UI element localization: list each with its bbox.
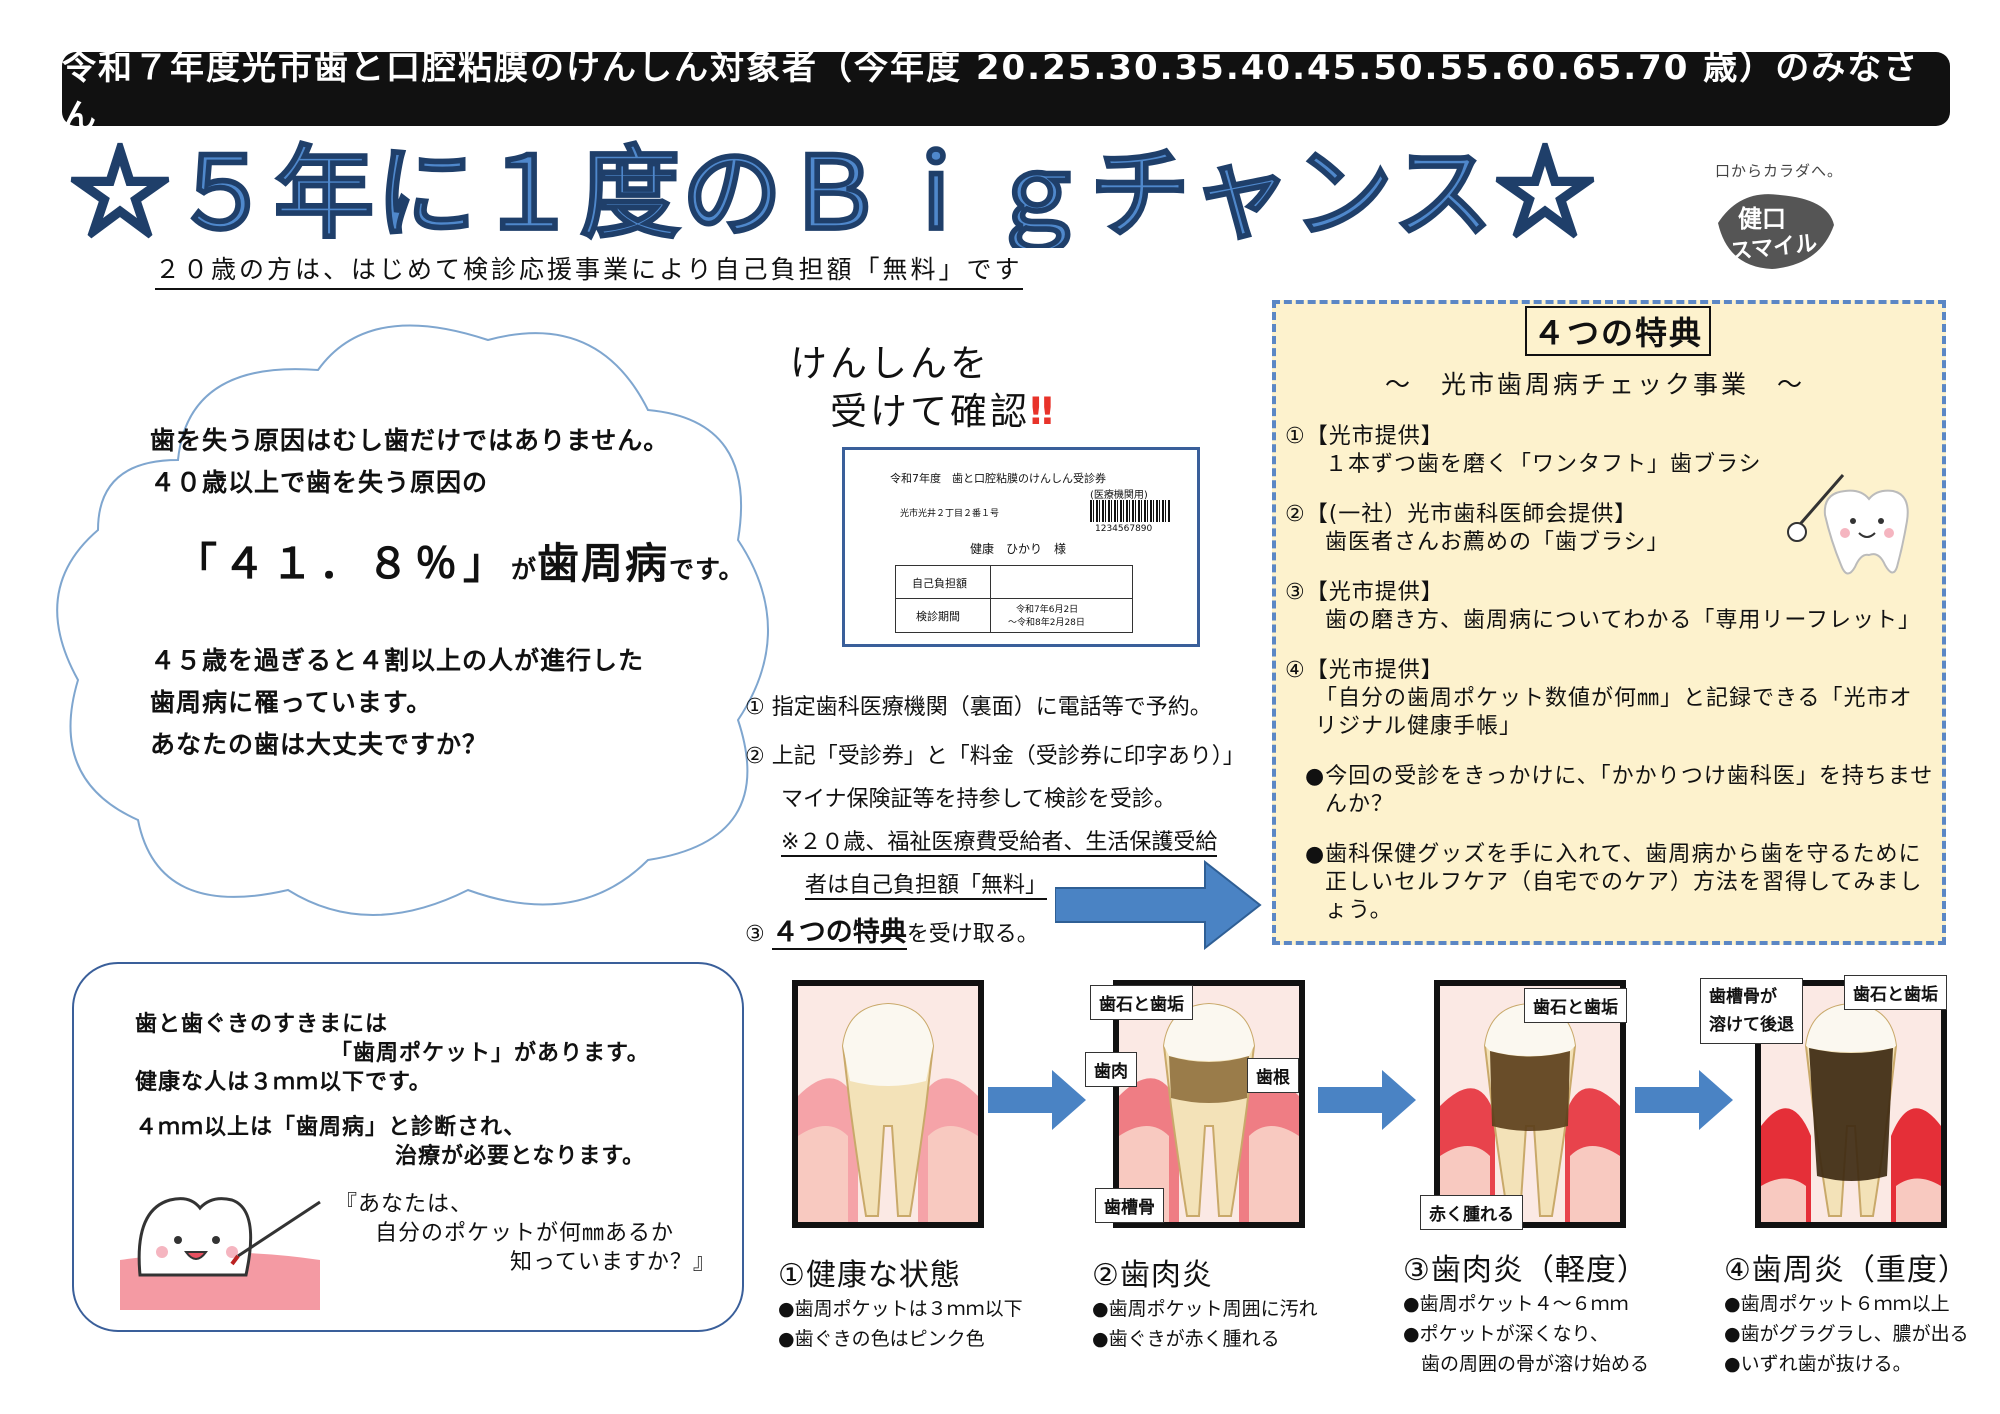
- stage-4-illustration: [1755, 980, 1947, 1228]
- svg-text:健口: 健口: [1738, 205, 1786, 233]
- tooth-character-icon: [120, 1197, 321, 1310]
- perk-2: ②【(一社）光市歯科医師会提供】歯医者さんお薦めの「歯ブラシ」: [1285, 502, 1670, 555]
- kenko-smile-logo: 健口 スマイル: [1718, 194, 1834, 269]
- pocket-text: 歯と歯ぐきのすきまには 「歯周ポケット」があります。 健康な人は３ｍｍ以下です。…: [135, 1012, 650, 1169]
- steps-list: ① 指定歯科医療機関（裏面）に電話等で予約。 ② 上記「受診券」と「料金（受診券…: [745, 693, 1265, 963]
- perk-3: ③【光市提供】歯の磨き方、歯周病についてわかる「専用リーフレット」: [1285, 580, 1922, 633]
- stage-bullet: ●歯周ポケットは３ｍｍ以下: [778, 1298, 1023, 1320]
- arrow-right-icon: [988, 1070, 1086, 1130]
- cloud-line: 歯周病に罹っています。: [150, 688, 433, 717]
- pocket-question: 『あなたは、 自分のポケットが何㎜あるか 知っていますか？』: [335, 1192, 716, 1275]
- stage-title: ①健康な状態: [778, 1258, 961, 1293]
- label-calculus: 歯石と歯垢: [1524, 988, 1627, 1023]
- cloud-line: 歯を失う原因はむし歯だけではありません。: [150, 426, 670, 455]
- arrow-right-icon: [1318, 1070, 1416, 1130]
- stage-bullet: ●歯周ポケット周囲に汚れ: [1092, 1298, 1318, 1320]
- statistic-word: 歯周病: [537, 539, 670, 588]
- arrow-right-icon: [1635, 1070, 1733, 1130]
- stage-3-caption: ③歯肉炎（軽度） ●歯周ポケット４～６ｍｍ ●ポケットが深くなり、 歯の周囲の骨…: [1403, 1245, 1713, 1379]
- cloud-line: ４０歳以上で歯を失う原因の: [150, 468, 489, 497]
- stage-bullet: ●歯周ポケット４～６ｍｍ: [1403, 1293, 1629, 1315]
- stage-bullet: ●歯ぐきが赤く腫れる: [1092, 1328, 1280, 1350]
- pocket-info-box: [72, 962, 744, 1332]
- statistic-percent: 「４１．８％」: [175, 539, 512, 588]
- headline: ☆５年に１度のＢｉｇチャンス☆: [70, 137, 1597, 248]
- stage-2-caption: ②歯肉炎 ●歯周ポケット周囲に汚れ ●歯ぐきが赤く腫れる: [1092, 1250, 1392, 1354]
- cloud-text: 歯を失う原因はむし歯だけではありません。 ４０歳以上で歯を失う原因の 「４１．８…: [150, 420, 770, 766]
- label-swelling: 赤く腫れる: [1420, 1195, 1523, 1230]
- stage-bullet: 歯の周囲の骨が溶け始める: [1421, 1353, 1650, 1375]
- stage-bullet: ●いずれ歯が抜ける。: [1724, 1353, 1912, 1375]
- stage-1-caption: ①健康な状態 ●歯周ポケットは３ｍｍ以下 ●歯ぐきの色はピンク色: [778, 1250, 1068, 1354]
- label-calculus: 歯石と歯垢: [1090, 985, 1193, 1020]
- label-root: 歯根: [1247, 1058, 1299, 1093]
- stage-bullet: ●歯がグラグラし、膿が出る: [1724, 1323, 1969, 1345]
- step-2: ② 上記「受診券」と「料金（受診券に印字あり）」 マイナ保険証等を持参して検診を…: [745, 744, 1245, 900]
- stage-title: ②歯肉炎: [1092, 1258, 1213, 1293]
- perk-4: ④【光市提供】「自分の歯周ポケット数値が何㎜」と記録できる「光市オリジナル健康手…: [1285, 658, 1913, 739]
- perks-title: ４つの特典: [1525, 306, 1712, 356]
- arrow-right-icon: [1055, 860, 1262, 950]
- barcode: [1090, 500, 1170, 522]
- speech-cloud: [56, 324, 769, 916]
- tooth-mascot-icon: [1787, 474, 1909, 575]
- exam-ticket-sample: 令和7年度 歯と口腔粘膜のけんしん受診券 (医療機関用) 光市光井２丁目２番１号…: [842, 447, 1200, 647]
- target-banner: 令和７年度光市歯と口腔粘膜のけんしん対象者（今年度 20.25.30.35.40…: [62, 48, 1950, 137]
- cloud-line: あなたの歯は大丈夫ですか？: [150, 730, 489, 759]
- perks-list: ①【光市提供】１本ずつ歯を磨く「ワンタフト」歯ブラシ ②【(一社）光市歯科医師会…: [1285, 423, 1935, 947]
- label-bone-loss: 歯槽骨が溶けて後退: [1700, 978, 1803, 1044]
- stage-title: ④歯周炎（重度）: [1724, 1253, 1969, 1288]
- stage-4-caption: ④歯周炎（重度） ●歯周ポケット６ｍｍ以上 ●歯がグラグラし、膿が出る ●いずれ…: [1724, 1245, 1994, 1379]
- stage-2-illustration: [1113, 980, 1305, 1228]
- perk-1: ①【光市提供】１本ずつ歯を磨く「ワンタフト」歯ブラシ: [1285, 424, 1762, 477]
- statistic-line: 「４１．８％」が歯周病です。: [175, 539, 745, 588]
- stage-bullet: ●歯ぐきの色はピンク色: [778, 1328, 985, 1350]
- step-1: ① 指定歯科医療機関（裏面）に電話等で予約。: [745, 695, 1212, 720]
- label-calculus: 歯石と歯垢: [1844, 975, 1947, 1010]
- confirm-heading: けんしんを 受けて確認‼: [790, 342, 1057, 433]
- stage-1-illustration: [792, 980, 984, 1228]
- exclamation-icon: ‼: [1030, 390, 1057, 433]
- cloud-line: ４５歳を過ぎると４割以上の人が進行した: [150, 646, 645, 675]
- stage-bullet: ●歯周ポケット６ｍｍ以上: [1724, 1293, 1950, 1315]
- perks-subtitle: ～ 光市歯周病チェック事業 ～: [1385, 370, 1806, 399]
- step-3: ③ ４つの特典を受け取る。: [745, 917, 1039, 950]
- stage-bullet: ●ポケットが深くなり、: [1403, 1323, 1609, 1345]
- stage-title: ③歯肉炎（軽度）: [1403, 1253, 1648, 1288]
- perks-box: [1272, 300, 1946, 945]
- label-bone: 歯槽骨: [1095, 1188, 1164, 1223]
- headline-text: ☆５年に１度のＢｉｇチャンス☆: [70, 138, 1597, 248]
- free-notice: ２０歳の方は、はじめて検診応援事業により自己負担額「無料」です: [155, 250, 1023, 290]
- label-gum: 歯肉: [1085, 1052, 1137, 1087]
- perk-note-2: ●歯科保健グッズを手に入れて、歯周病から歯を守るために正しいセルフケア（自宅での…: [1305, 842, 1923, 923]
- perk-note-1: ●今回の受診をきっかけに、「かかりつけ歯科医」を持ちませんか？: [1305, 764, 1934, 817]
- logo-tagline: 口からカラダへ。: [1715, 162, 1844, 180]
